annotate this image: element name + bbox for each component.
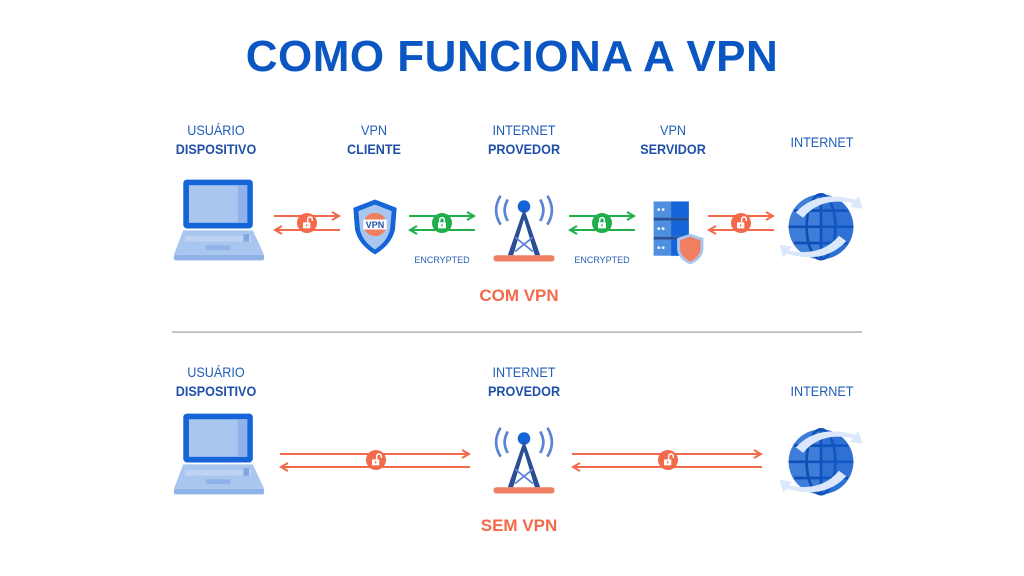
- node-label-line2: CLIENTE: [347, 141, 401, 157]
- node-label-line1: VPN: [361, 122, 387, 138]
- link-unencrypted-4: [570, 449, 764, 472]
- server-icon: [650, 200, 710, 266]
- node-label-line1: USUÁRIO: [187, 122, 245, 138]
- node-label-line1: VPN: [660, 122, 686, 138]
- section-label-sem-vpn: SEM VPN: [480, 516, 558, 535]
- node-label-isp: INTERNET PROVEDOR: [454, 121, 594, 159]
- node-label-vpn-server: VPN SERVIDOR: [603, 121, 743, 159]
- laptop-icon: [172, 410, 266, 498]
- globe-icon: [776, 415, 866, 505]
- node-label-user-device: USUÁRIO DISPOSITIVO: [146, 363, 286, 401]
- antenna-tower-icon: [484, 408, 564, 498]
- vpn-badge-text: VPN: [366, 220, 385, 230]
- node-label-isp: INTERNET PROVEDOR: [454, 363, 594, 401]
- node-label-line2: INTERNET: [790, 383, 854, 399]
- page-title: COMO FUNCIONA A VPN: [245, 32, 779, 81]
- vpn-shield-icon: VPN: [350, 196, 400, 258]
- link-encrypted-2: [567, 211, 637, 235]
- link-encrypted-1: [407, 211, 477, 235]
- encrypted-label: ENCRYPTED: [574, 255, 630, 265]
- node-label-line1: INTERNET: [492, 122, 556, 138]
- link-unencrypted-2: [706, 211, 776, 235]
- node-label-line2: PROVEDOR: [487, 141, 561, 157]
- link-unencrypted-3: [278, 449, 472, 472]
- laptop-icon: [172, 176, 266, 264]
- antenna-tower-icon: [484, 176, 564, 266]
- section-divider: [172, 331, 862, 333]
- node-label-line2: DISPOSITIVO: [175, 141, 257, 157]
- encrypted-label: ENCRYPTED: [414, 255, 470, 265]
- node-label-internet: INTERNET: [752, 133, 892, 152]
- node-label-line1: INTERNET: [492, 364, 556, 380]
- node-label-line2: SERVIDOR: [640, 141, 706, 157]
- node-label-vpn-client: VPN CLIENTE: [304, 121, 444, 159]
- link-unencrypted-1: [272, 211, 342, 235]
- node-label-line2: DISPOSITIVO: [175, 383, 257, 399]
- node-label-internet: INTERNET: [752, 382, 892, 401]
- node-label-user-device: USUÁRIO DISPOSITIVO: [146, 121, 286, 159]
- section-label-com-vpn: COM VPN: [479, 286, 559, 305]
- node-label-line2: INTERNET: [790, 134, 854, 150]
- node-label-line1: USUÁRIO: [187, 364, 245, 380]
- globe-icon: [776, 180, 866, 270]
- node-label-line2: PROVEDOR: [487, 383, 561, 399]
